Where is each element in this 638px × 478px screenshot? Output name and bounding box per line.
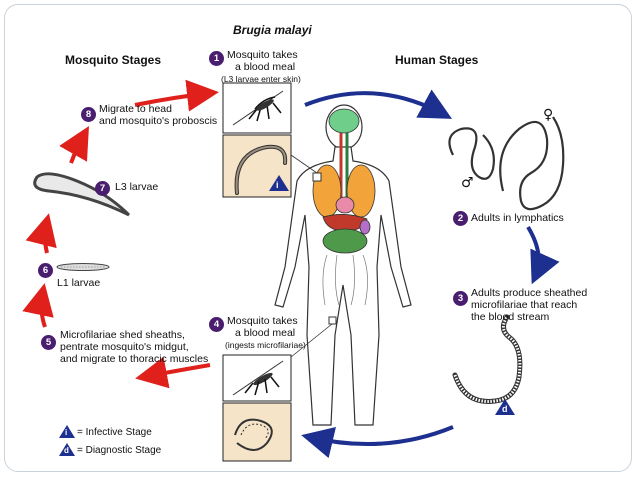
legend-diagnostic-marker [59,443,75,456]
l3-larva [33,172,131,217]
step-4-badge: 4 [209,317,224,332]
step-5-line1: Microfilariae shed sheaths, [60,329,185,341]
diagnostic-marker-letter: d [502,404,508,414]
mosquito-panel-top [222,82,292,198]
step-2-badge: 2 [453,211,468,226]
step-5-badge: 5 [41,335,56,350]
step-3-line3: the blood stream [471,311,550,323]
lifecycle-graphics: ♂ ♀ [22,79,565,462]
mosquito-stages-header: Mosquito Stages [65,53,162,67]
adult-worm-female [499,116,565,211]
legend-diagnostic-text: = Diagnostic Stage [77,445,162,456]
brain [328,108,360,134]
legend-infective-marker [59,425,75,438]
arrow-4-to-5 [135,356,211,389]
step-4-line2: a blood meal [235,327,296,339]
step-4-note: (ingests microfilariae) [225,340,306,350]
step-3-line1: Adults produce sheathed [471,287,588,299]
heart [335,196,355,214]
diagram-title: Brugia malayi [233,23,312,37]
mosquito-panel-bottom [222,354,292,462]
step-4-line1: Mosquito takes [227,315,298,327]
step-6-line1: L1 larvae [57,277,101,289]
arrow-5-to-6 [22,283,54,328]
step-8-badge: 8 [81,107,96,122]
arrow-1-to-2 [304,89,453,119]
step-7-badge: 7 [95,181,110,196]
step-8-line1: Migrate to head [99,103,172,115]
step-1-line2: a blood meal [235,61,296,73]
legend-diagnostic-letter: d [64,446,69,455]
diagram-frame: ♂ ♀ i d i d Brugia malayi Mosquito Stage… [4,4,632,472]
kidney [359,219,371,235]
legend-infective-letter: i [65,428,68,437]
arrow-8-to-1 [134,79,219,112]
l1-larva [56,263,110,271]
arrow-6-to-7 [25,213,57,254]
female-symbol: ♀ [543,107,553,123]
human-stages-header: Human Stages [395,53,479,67]
arrow-7-to-8 [59,126,89,164]
male-symbol: ♂ [461,175,474,191]
step-1-line1: Mosquito takes [227,49,298,61]
infective-marker-letter: i [276,180,279,190]
step-3-badge: 3 [453,291,468,306]
legend-infective-text: = Infective Stage [77,427,152,438]
step-6-badge: 6 [38,263,53,278]
arrow-3-to-4 [301,425,454,459]
step-1-note: (L3 larvae enter skin) [221,74,301,84]
adult-worm-male [448,127,495,180]
step-5-line3: and migrate to thoracic muscles [60,353,209,365]
step-1-badge: 1 [209,51,224,66]
lymph-vessels [322,254,368,306]
step-3-line2: microfilariae that reach [471,299,578,311]
step-8-line2: and mosquito's proboscis [99,115,218,127]
human-figure [274,104,412,426]
intestine [322,228,368,254]
liver [322,214,368,232]
step-5-line2: pentrate mosquito's midgut, [60,341,189,353]
step-2-line1: Adults in lymphatics [471,212,564,224]
arrow-2-to-3 [526,225,560,285]
step-7-line1: L3 larvae [115,181,159,193]
microfilaria-sheathed [452,314,523,415]
